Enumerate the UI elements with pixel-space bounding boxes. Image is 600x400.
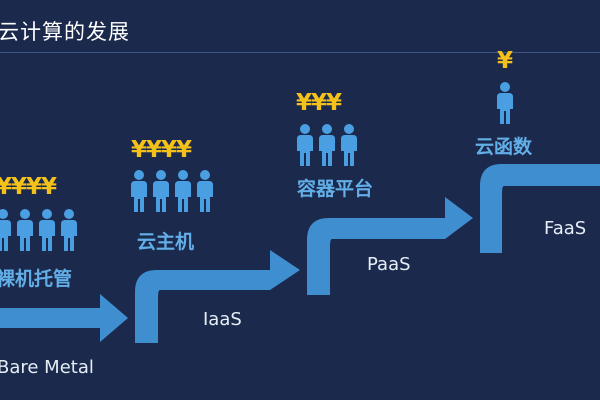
person-icon xyxy=(319,124,335,166)
stage-name-iaas: IaaS xyxy=(203,309,242,330)
person-icon xyxy=(39,209,55,251)
label-iaas: 云主机 xyxy=(137,231,195,253)
person-icon xyxy=(175,170,191,212)
arrow-faas xyxy=(480,164,600,253)
arrow-paas xyxy=(307,197,473,295)
yen-sign-icon: ¥¥¥¥ xyxy=(0,174,57,200)
yen-sign-icon: ¥¥¥ xyxy=(296,90,342,116)
person-icon xyxy=(131,170,147,212)
yen-sign-icon: ¥ xyxy=(497,48,513,74)
stage-name-bare-metal: Bare Metal xyxy=(0,357,94,378)
stage-name-faas: FaaS xyxy=(544,218,587,239)
people-iaas xyxy=(128,170,216,214)
arrow-bare-metal xyxy=(0,294,128,342)
label-faas: 云函数 xyxy=(475,136,533,158)
person-icon xyxy=(297,124,313,166)
people-paas xyxy=(294,124,360,168)
people-group xyxy=(297,124,357,166)
person-icon xyxy=(17,209,33,251)
cost-bare-metal: ¥¥¥¥ xyxy=(0,174,57,200)
yen-sign-icon: ¥¥¥¥ xyxy=(131,137,192,163)
person-icon xyxy=(497,82,513,124)
people-group xyxy=(0,209,77,251)
people-faas xyxy=(494,82,518,126)
people-bare-metal xyxy=(0,209,77,253)
person-icon xyxy=(61,209,77,251)
people-group xyxy=(497,82,513,124)
stage-name-paas: PaaS xyxy=(367,254,411,275)
cost-iaas: ¥¥¥¥ xyxy=(131,137,192,163)
label-paas: 容器平台 xyxy=(297,178,374,200)
title-divider xyxy=(0,52,600,53)
person-icon xyxy=(0,209,11,251)
label-bare-metal: 裸机托管 xyxy=(0,268,73,290)
person-icon xyxy=(341,124,357,166)
cost-faas: ¥ xyxy=(497,48,513,74)
cost-paas: ¥¥¥ xyxy=(296,90,342,116)
people-group xyxy=(131,170,213,212)
person-icon xyxy=(197,170,213,212)
arrow-iaas xyxy=(135,250,300,343)
page-title: 云计算的发展 xyxy=(0,20,130,44)
person-icon xyxy=(153,170,169,212)
